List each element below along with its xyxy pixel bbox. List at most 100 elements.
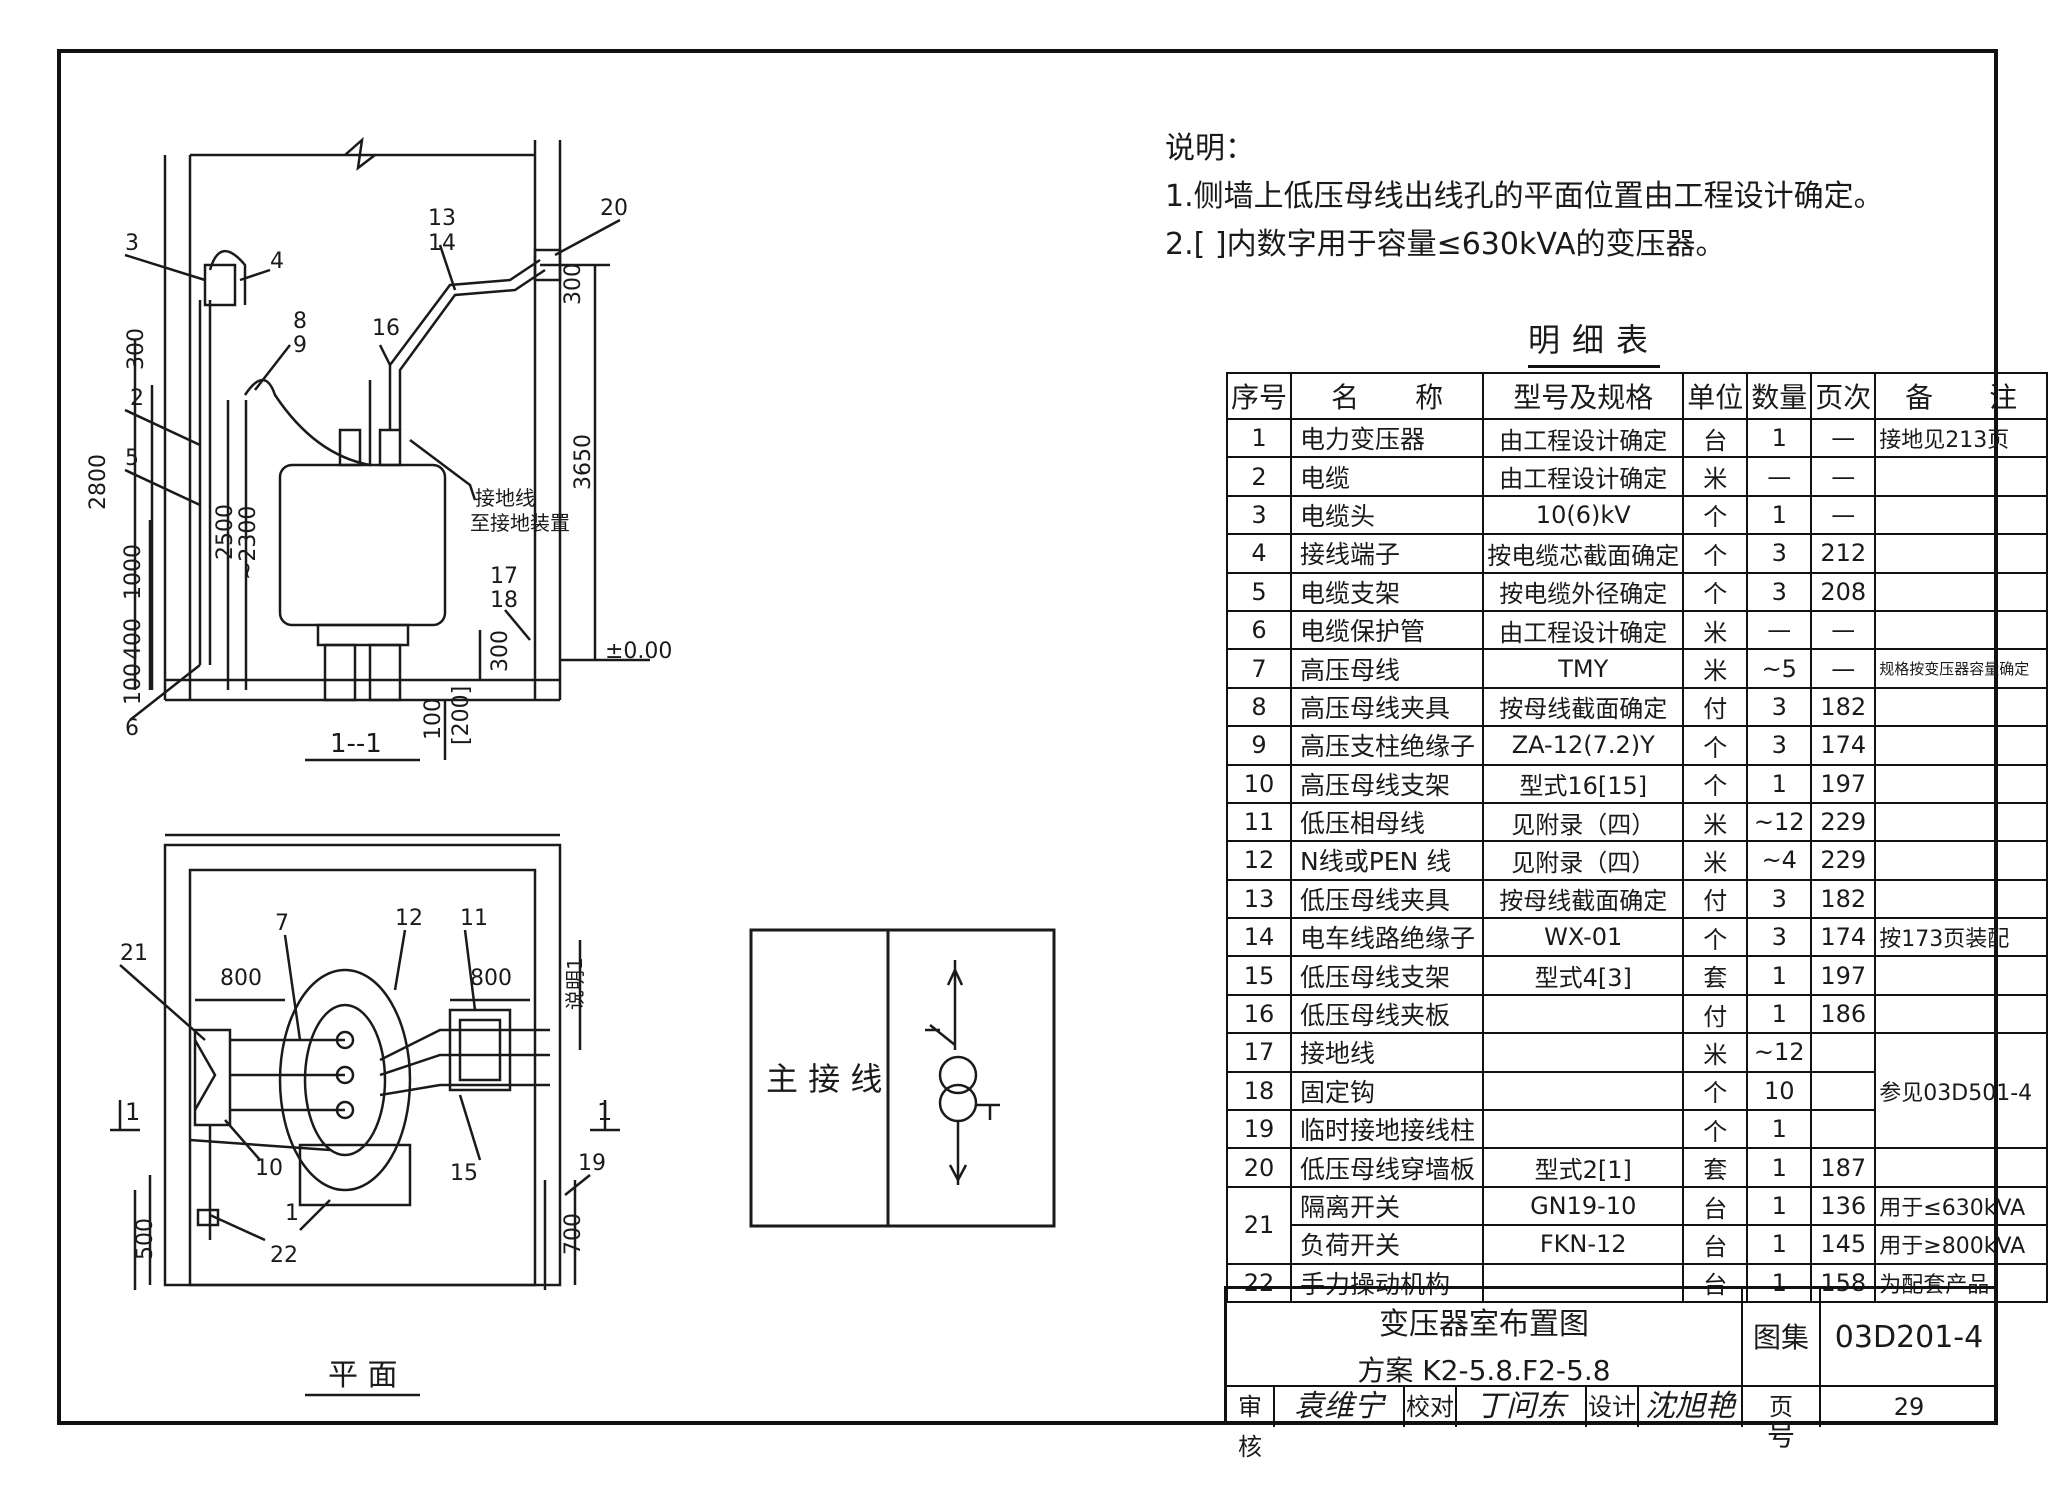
row-unit: 台 — [1682, 1185, 1749, 1227]
row-remark: 参见03D501-4 — [1874, 1032, 2048, 1150]
row-qty: — — [1746, 456, 1813, 497]
row-model: 见附录（四） — [1482, 840, 1685, 881]
row-page: 158 — [1810, 1262, 1877, 1303]
row-index: 9 — [1225, 725, 1293, 766]
row-index: 16 — [1225, 993, 1293, 1035]
row-model — [1482, 1109, 1685, 1150]
row-unit: 个 — [1682, 571, 1749, 612]
row-index: 19 — [1225, 1109, 1293, 1150]
row-name: 低压母线穿墙板 — [1290, 1147, 1485, 1188]
row-unit: 台 — [1682, 1262, 1749, 1303]
note-1: 1.侧墙上低压母线出线孔的平面位置由工程设计确定。 — [1165, 179, 1884, 214]
note-2: 2.[ ]内数字用于容量≤630kVA的变压器。 — [1165, 227, 1726, 262]
header-qty: 数量 — [1746, 372, 1813, 420]
row-remark — [1874, 456, 2048, 497]
check-label: 校对 — [1405, 1387, 1457, 1427]
row-remark — [1874, 533, 2048, 574]
dim-300a: 300 — [124, 328, 149, 370]
row-qty: 1 — [1746, 1109, 1813, 1150]
row-qty: 3 — [1746, 878, 1813, 920]
row-index: 2 — [1225, 456, 1293, 497]
row-page: 174 — [1810, 725, 1877, 766]
row-page: 145 — [1810, 1224, 1877, 1265]
row-model: ZA-12(7.2)Y — [1482, 725, 1685, 766]
row-model: TMY — [1482, 648, 1685, 689]
header-remark: 备 注 — [1874, 372, 2048, 420]
row-page — [1810, 1109, 1877, 1150]
row-model: 按母线截面确定 — [1482, 878, 1685, 920]
callout-16: 16 — [372, 316, 400, 341]
plan-side-note: 说明1 — [563, 957, 587, 1010]
row-qty: 3 — [1746, 533, 1813, 574]
row-unit: 个 — [1682, 763, 1749, 804]
row-index: 6 — [1225, 609, 1293, 651]
row-qty: 3 — [1746, 917, 1813, 958]
row-qty: 1 — [1746, 494, 1813, 536]
row-name: 电车线路绝缘子 — [1290, 917, 1485, 958]
checker-signature: 丁问东 — [1457, 1387, 1587, 1427]
dim-800a: 800 — [220, 966, 262, 991]
callout-18: 18 — [490, 588, 518, 613]
row-page: 229 — [1810, 801, 1877, 843]
row-unit: 个 — [1682, 917, 1749, 958]
row-page: 182 — [1810, 878, 1877, 920]
section-title: 1--1 — [330, 729, 382, 759]
callout-21: 21 — [120, 941, 148, 966]
callout-20: 20 — [600, 196, 628, 221]
row-index: 10 — [1225, 763, 1293, 804]
row-unit: 个 — [1682, 533, 1749, 574]
row-unit: 个 — [1682, 725, 1749, 766]
row-remark — [1874, 878, 2048, 920]
dim-3650: 3650 — [571, 434, 596, 490]
callout-13: 13 — [428, 206, 456, 231]
row-qty: 1 — [1746, 1262, 1813, 1303]
dim-400: 400 — [121, 618, 146, 660]
row-qty: 1 — [1746, 1147, 1813, 1188]
dim-300b: 300 — [561, 263, 586, 305]
row-remark: 用于≥800kVA — [1874, 1224, 2048, 1265]
table-header-row: 序号 名 称 型号及规格 单位 数量 页次 备 注 — [1225, 372, 2048, 420]
row-page: — — [1810, 609, 1877, 651]
row-unit: 付 — [1682, 993, 1749, 1035]
reviewer-signature: 袁维宁 — [1275, 1387, 1405, 1427]
row-unit: 个 — [1682, 1070, 1749, 1112]
row-unit: 台 — [1682, 1224, 1749, 1265]
row-index: 1 — [1225, 417, 1293, 459]
row-qty: ~4 — [1746, 840, 1813, 881]
row-index: 7 — [1225, 648, 1293, 689]
row-remark — [1874, 955, 2048, 996]
title-block-main: 变压器室布置图 方案 K2-5.8.F2-5.8 — [1227, 1289, 1743, 1387]
row-page: 136 — [1810, 1185, 1877, 1227]
callout-22: 22 — [270, 1243, 298, 1268]
row-qty: ~5 — [1746, 648, 1813, 689]
row-page: 208 — [1810, 571, 1877, 612]
row-name: 电缆保护管 — [1290, 609, 1485, 651]
row-name: 负荷开关 — [1290, 1224, 1485, 1265]
header-unit: 单位 — [1682, 372, 1749, 420]
row-index: 17 — [1225, 1032, 1293, 1073]
row-qty: 10 — [1746, 1070, 1813, 1112]
callout-10: 10 — [255, 1156, 283, 1181]
row-model: 型式4[3] — [1482, 955, 1685, 996]
row-remark — [1874, 993, 2048, 1035]
design-label: 设计 — [1587, 1387, 1639, 1427]
row-model: 由工程设计确定 — [1482, 456, 1685, 497]
callout-1: 1 — [285, 1201, 299, 1226]
ground-label-2: 至接地装置 — [470, 511, 570, 535]
row-remark — [1874, 725, 2048, 766]
header-index: 序号 — [1225, 372, 1293, 420]
review-label: 审核 — [1227, 1387, 1275, 1461]
